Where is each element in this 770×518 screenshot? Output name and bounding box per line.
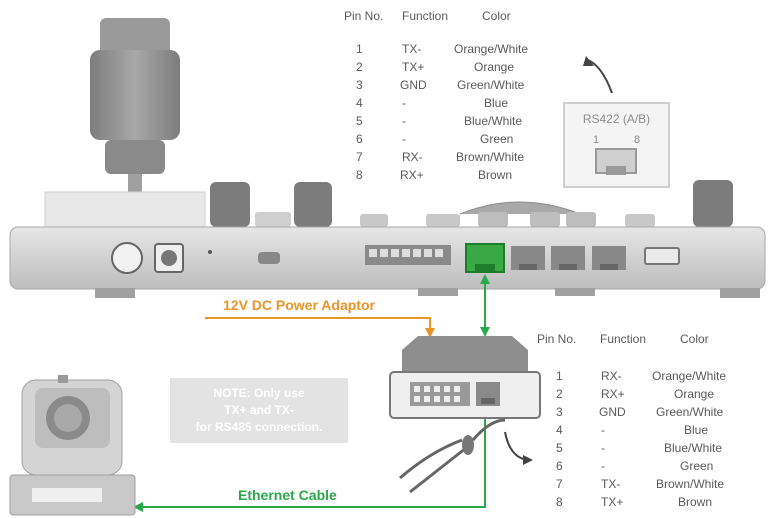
adapter-row-function: RX+: [601, 387, 625, 401]
rs422-row-function: -: [402, 132, 406, 146]
ethernet-cable-label: Ethernet Cable: [238, 487, 337, 503]
adapter-row-function: -: [601, 459, 605, 473]
rs422-row-function: -: [402, 96, 406, 110]
rs422-row-function: -: [402, 114, 406, 128]
controller-top: [44, 180, 733, 228]
rs422-row-function: RX+: [400, 168, 424, 182]
adapter-row-pin: 7: [556, 477, 563, 491]
adapter-row-color: Orange: [674, 387, 715, 401]
rj45-port-icon: [551, 246, 585, 270]
rs422-pointer-arrow: [587, 59, 613, 94]
rs422-row-pin: 1: [356, 42, 363, 56]
adapter-row-pin: 3: [556, 405, 563, 419]
rj45-port-icon: [511, 246, 545, 270]
rs422-row-pin: 5: [356, 114, 363, 128]
note-line-2: TX+ and TX-: [224, 403, 294, 417]
power-button-icon: [111, 242, 143, 274]
rs422-row-pin: 2: [356, 60, 363, 74]
crimp-tool-icon: [399, 418, 506, 494]
adapter-row-color: Green: [680, 459, 714, 473]
adapter-row-function: TX-: [601, 477, 621, 491]
rs422-pin-first: 1: [593, 134, 600, 146]
adapter-header-color: Color: [680, 332, 709, 346]
adapter-header-pin: Pin No.: [537, 332, 577, 346]
usb-port-icon: [644, 247, 680, 265]
rs422-row-pin: 7: [356, 150, 363, 164]
note-line-3: for RS485 connection.: [195, 420, 323, 434]
adapter-header-function: Function: [600, 332, 647, 346]
note-line-1: NOTE: Only use: [213, 386, 305, 400]
rs422-row-color: Brown: [478, 168, 513, 182]
adapter-row-function: -: [601, 423, 605, 437]
usb-c-port-icon: [258, 252, 280, 264]
adapter-row-pin: 4: [556, 423, 563, 437]
adapter-row-color: Blue: [684, 423, 709, 437]
rs422-row-color: Green: [480, 132, 514, 146]
rs422-row-pin: 3: [356, 78, 363, 92]
adapter-row-function: GND: [599, 405, 626, 419]
rs422-header-function: Function: [402, 9, 449, 23]
rs422-header-color: Color: [482, 9, 511, 23]
rs422-row-pin: 8: [356, 168, 363, 182]
adapter-row-pin: 5: [556, 441, 563, 455]
rs422-row-pin: 6: [356, 132, 363, 146]
power-wire: [205, 317, 435, 338]
adapter-row-color: Green/White: [656, 405, 724, 419]
rs422-row-function: TX-: [402, 42, 422, 56]
adapter-row-color: Orange/White: [652, 369, 727, 383]
rs422-connector-box: RS422 (A/B) 1 8: [563, 102, 670, 188]
rs422-row-color: Brown/White: [456, 150, 525, 164]
rs422-row-function: GND: [400, 78, 427, 92]
rs422-port-icon: [465, 243, 505, 273]
controller-back-panel: [9, 226, 766, 298]
adapter-row-function: -: [601, 441, 605, 455]
adapter-row-pin: 2: [556, 387, 563, 401]
terminal-block-icon: [365, 245, 451, 265]
adapter-row-color: Brown: [678, 495, 713, 509]
rs422-row-color: Orange/White: [454, 42, 529, 56]
adapter-row-function: TX+: [601, 495, 624, 509]
rs422-row-color: Blue: [484, 96, 509, 110]
rj45-port-icon: [592, 246, 626, 270]
adapter-row-pin: 6: [556, 459, 563, 473]
rs422-connector-title: RS422 (A/B): [582, 112, 651, 126]
adapter-row-function: RX-: [601, 369, 622, 383]
adapter-row-pin: 8: [556, 495, 563, 509]
rs485-adapter: [389, 336, 541, 419]
rs422-pin-last: 8: [634, 134, 641, 146]
adapter-row-color: Blue/White: [664, 441, 723, 455]
rs485-note: NOTE: Only use TX+ and TX- for RS485 con…: [170, 378, 348, 443]
power-adaptor-label: 12V DC Power Adaptor: [223, 297, 375, 313]
rs422-row-pin: 4: [356, 96, 363, 110]
adapter-row-color: Brown/White: [656, 477, 725, 491]
rs422-row-function: RX-: [402, 150, 423, 164]
rj45-jack-icon: [595, 148, 637, 175]
rs422-row-color: Green/White: [457, 78, 525, 92]
rs422-header-pin: Pin No.: [344, 9, 384, 23]
ethernet-wire: [133, 274, 490, 512]
rs422-row-color: Orange: [474, 60, 515, 74]
joystick: [90, 18, 180, 194]
rs422-row-color: Blue/White: [464, 114, 523, 128]
adapter-row-pin: 1: [556, 369, 563, 383]
rs422-row-function: TX+: [402, 60, 425, 74]
ptz-camera-icon: [9, 375, 136, 516]
